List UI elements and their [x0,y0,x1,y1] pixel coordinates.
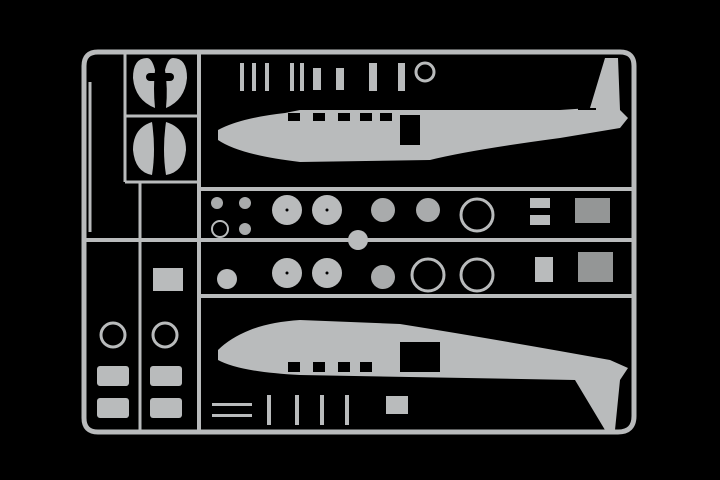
cowling-parts [133,58,187,175]
wheels-engines [211,195,613,293]
small-parts-top [240,61,436,91]
fuselage-half-upper [218,58,628,162]
sprue-frame [81,49,637,435]
small-parts-bottom [212,395,408,425]
fuselage-half-lower [218,320,628,430]
left-column-parts [97,268,183,418]
